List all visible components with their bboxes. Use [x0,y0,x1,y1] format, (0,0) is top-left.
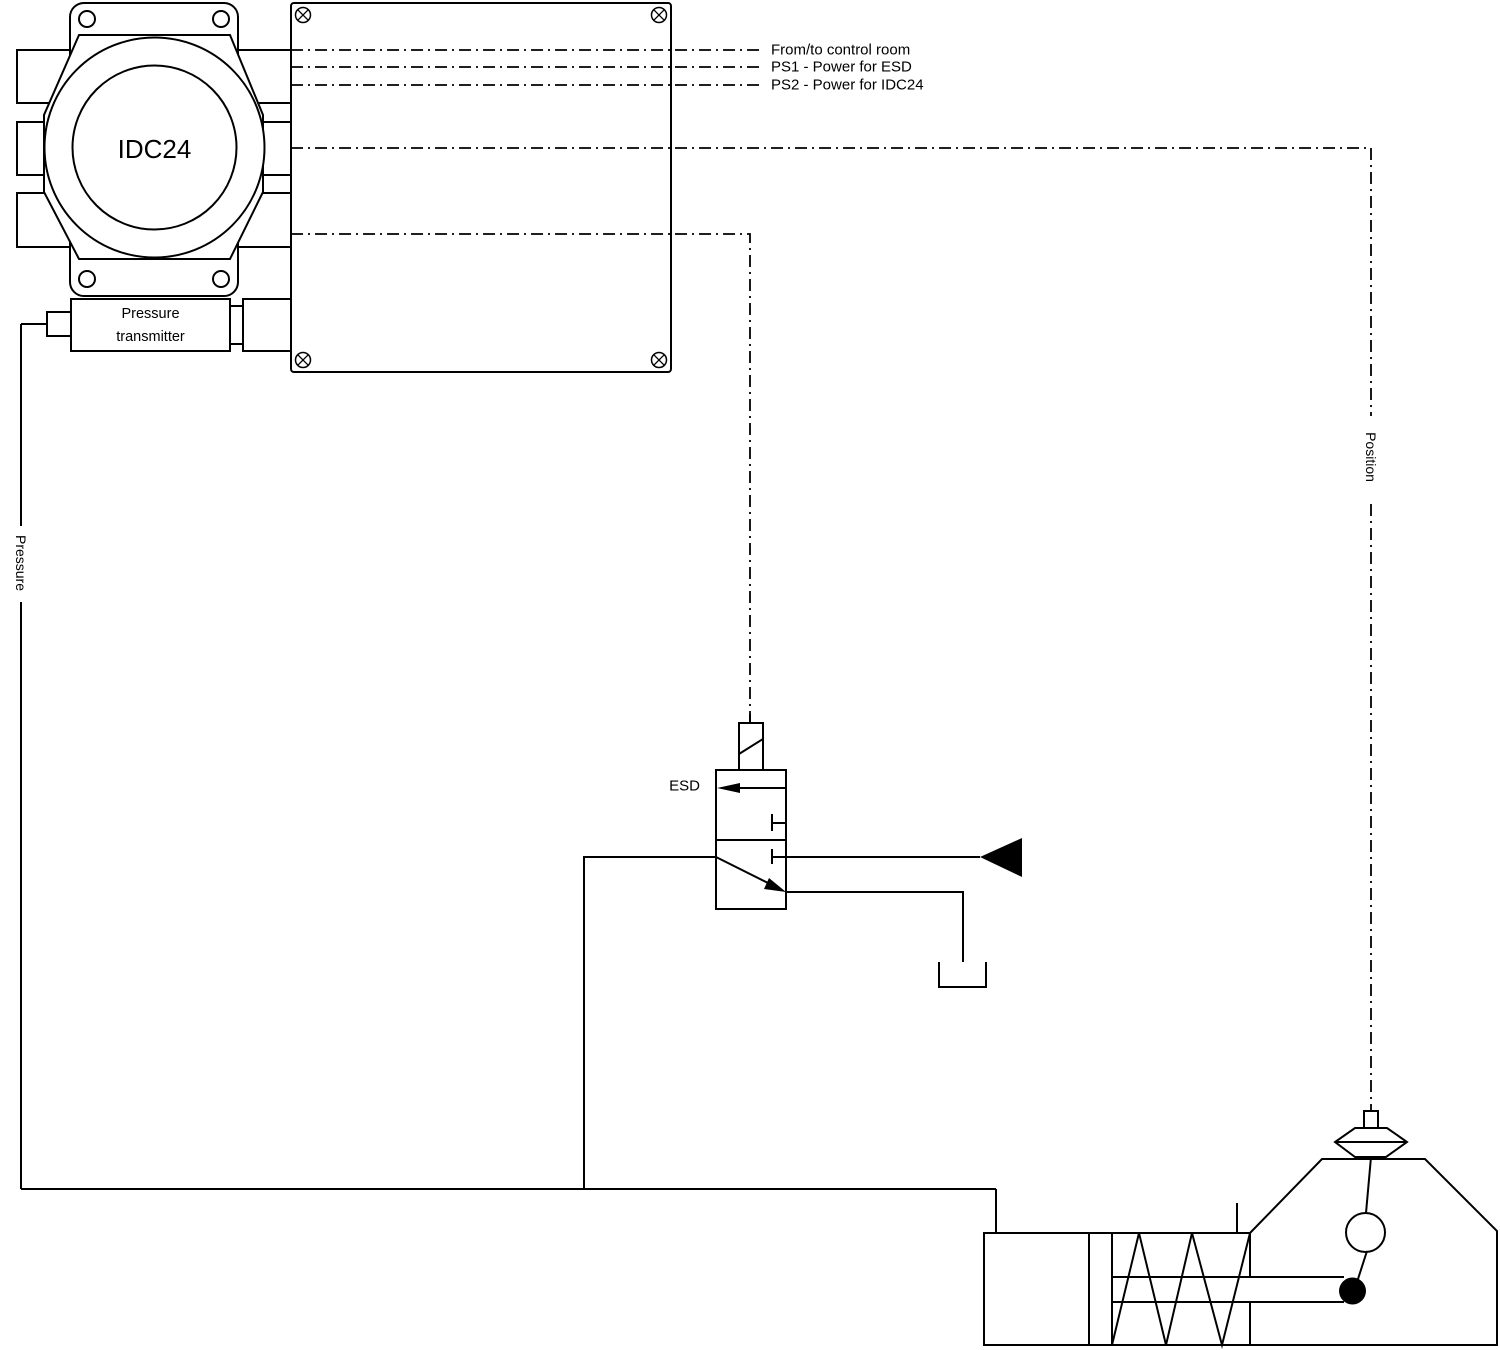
actuator [983,1110,1498,1349]
drain-line [786,891,964,962]
solenoid-coil-slash [738,738,764,755]
drain-cup-icon [938,962,987,988]
valve-bonnet-body [1249,1158,1498,1346]
signal-lines: From/to control room PS1 - Power for ESD… [291,42,1379,1111]
control-room-label: From/to control room [771,42,910,59]
controller-label: IDC24 [118,134,192,164]
pneumatic-lines: Pressure [13,324,1009,1253]
idc24-controller: IDC24 [16,2,292,297]
feedback-link-lower [1357,1250,1368,1280]
screw-icon [294,351,312,369]
pressure-transmitter: Pressure transmitter [21,298,292,352]
transmitter-neck [229,305,244,345]
junction-box-body [290,2,672,373]
bolt-hole-icon [78,270,96,288]
feedback-link-upper [1365,1156,1372,1214]
position-pickup-stem [1363,1110,1379,1129]
valve-output-line [583,856,716,1189]
esd-pilot-arrow-icon [717,783,740,793]
bolt-hole-icon [212,270,230,288]
position-signal-line [291,147,1372,416]
linkage-pivot [1345,1212,1386,1253]
screw-icon [294,6,312,24]
transmitter-label-line1: Pressure [121,306,179,322]
transmitter-label-line2: transmitter [116,329,185,345]
flow-path-arrow-icon [764,878,786,892]
transmitter-body [70,298,231,352]
piston-rod-body [1112,1277,1344,1302]
screw-icon [650,351,668,369]
return-spring-icon [1111,1232,1251,1349]
screw-icon [650,6,668,24]
exhaust-silencer-icon [980,838,1022,877]
transmitter-conduit [242,298,292,352]
ps1-label: PS1 - Power for ESD [771,59,912,76]
controller-cover-inner [71,64,238,231]
esd-signal-line [291,233,751,714]
junction-box [290,2,672,373]
rod-end-joint [1339,1277,1366,1305]
ps2-label: PS2 - Power for IDC24 [771,77,924,94]
esd-label: ESD [669,778,700,795]
pressure-label: Pressure [13,535,29,591]
bolt-hole-icon [78,10,96,28]
esd-valve: ESD [669,714,1022,988]
position-label: Position [1363,432,1379,482]
bolt-hole-icon [212,10,230,28]
transmitter-port [46,311,72,337]
